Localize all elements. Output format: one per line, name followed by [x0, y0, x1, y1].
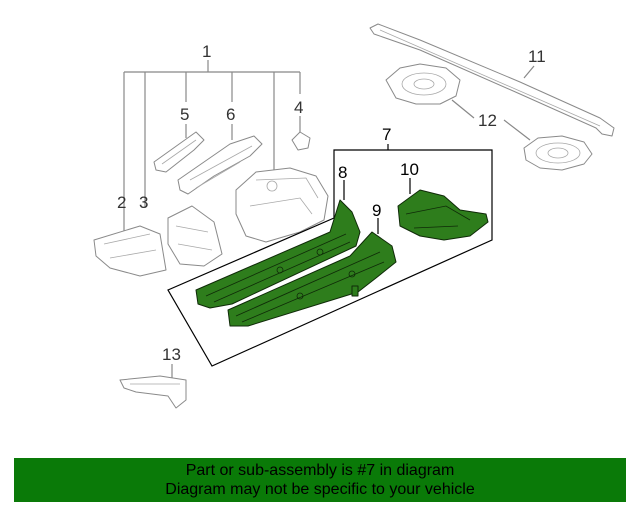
- callout-7: 7: [382, 125, 391, 144]
- part-11-rail: [369, 23, 615, 137]
- part-9-rail: [227, 218, 397, 327]
- leader-12-right: [503, 119, 531, 141]
- part-3: [167, 205, 223, 267]
- banner-line-1: Part or sub-assembly is #7 in diagram: [185, 462, 455, 479]
- callout-9: 9: [372, 201, 381, 220]
- part-2: [93, 225, 167, 277]
- callout-10: 10: [400, 160, 419, 179]
- callout-1: 1: [202, 42, 211, 61]
- callout-2: 2: [117, 193, 126, 212]
- callout-12: 12: [478, 111, 497, 130]
- callout-11: 11: [528, 47, 546, 66]
- part-13: [119, 364, 187, 409]
- part-10-bracket: [397, 178, 489, 241]
- part-12-plate-right: [523, 135, 593, 171]
- leader-12-left: [451, 99, 475, 119]
- part-6: [177, 124, 263, 195]
- part-5: [153, 124, 205, 173]
- part-1-bracket: [123, 60, 301, 240]
- callout-4: 4: [294, 98, 303, 117]
- banner-line-2: Diagram may not be specific to your vehi…: [165, 481, 475, 498]
- part-4: [291, 116, 311, 151]
- parts-diagram: 1 2 3 4 5 6 7 8 9 10 11 12 13: [93, 23, 615, 409]
- callout-13: 13: [162, 345, 181, 364]
- floor-panel: [235, 167, 329, 243]
- info-banner: Part or sub-assembly is #7 in diagram Di…: [14, 458, 626, 502]
- callout-6: 6: [226, 105, 235, 124]
- part-12-plate-left: [385, 63, 461, 105]
- part-8-rail: [195, 180, 361, 309]
- callout-8: 8: [338, 163, 347, 182]
- leader-11: [523, 65, 535, 79]
- callout-5: 5: [180, 105, 189, 124]
- callout-3: 3: [139, 193, 148, 212]
